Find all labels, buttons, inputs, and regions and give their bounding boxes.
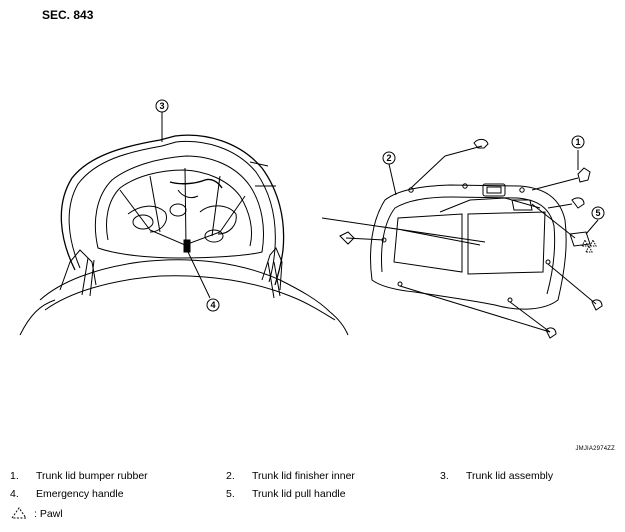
pawl-label: : Pawl [34,508,63,520]
svg-text:4: 4 [210,300,215,310]
svg-text:1: 1 [575,137,580,147]
svg-text:5: 5 [595,208,600,218]
svg-text:2: 2 [386,153,391,163]
callout-1: 1 [571,135,585,149]
trunk-lid-exploded-diagram: 3 4 2 1 5 [19,99,605,339]
legend-text: Trunk lid bumper rubber [36,470,148,482]
trunk-lid-finisher-exploded [321,138,603,339]
callout-5: 5 [591,206,605,220]
legend-text: Trunk lid pull handle [252,488,346,500]
figure-code: JMJIA2974ZZ [575,446,615,452]
legend-number: 4. [10,488,19,500]
vehicle-rear-view [19,112,349,336]
legend-number: 2. [226,470,235,482]
legend-text: Trunk lid assembly [466,470,554,482]
legend-number: 1. [10,470,19,482]
legend-text: Trunk lid finisher inner [252,470,355,482]
legend-number: 3. [440,470,449,482]
callout-4: 4 [206,298,220,312]
svg-text:3: 3 [159,101,164,111]
callout-3: 3 [155,99,169,113]
callout-2: 2 [382,151,396,165]
section-title: SEC. 843 [42,8,94,22]
legend-number: 5. [226,488,235,500]
legend-text: Emergency handle [36,488,124,500]
pawl-icon [11,507,27,519]
